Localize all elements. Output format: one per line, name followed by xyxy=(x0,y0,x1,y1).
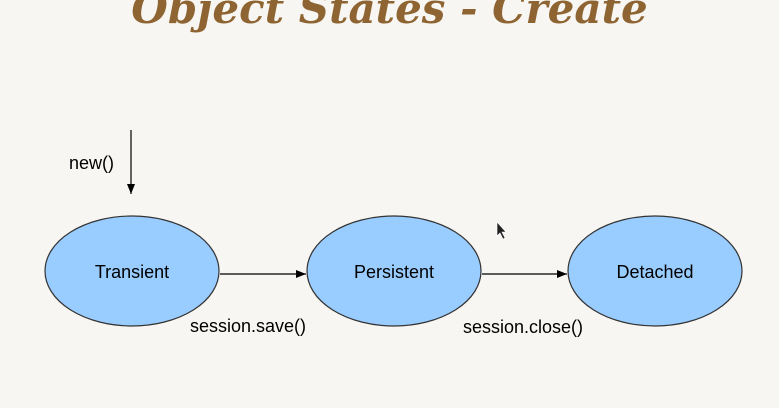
state-detached xyxy=(567,215,743,327)
save-label: session.save() xyxy=(190,316,306,336)
state-transient-label: Transient xyxy=(95,262,169,282)
close-label: session.close() xyxy=(463,317,583,337)
state-persistent-label: Persistent xyxy=(354,262,434,282)
state-detached-label: Detached xyxy=(616,262,693,282)
slide-title: Object States - Create xyxy=(131,0,648,33)
mouse-cursor-icon xyxy=(496,221,507,240)
state-persistent xyxy=(306,215,482,327)
new-label: new() xyxy=(69,153,114,173)
state-transient xyxy=(44,215,220,327)
